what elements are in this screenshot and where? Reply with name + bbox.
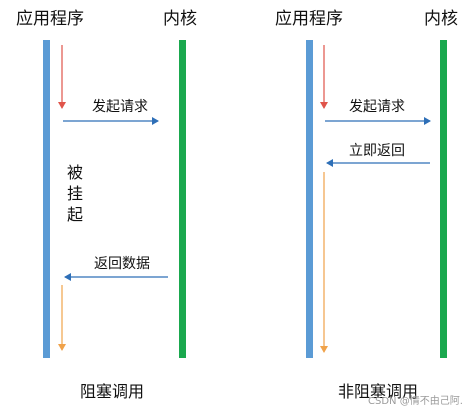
nonblocking-app-timeline	[306, 40, 313, 358]
blocking-return-data-label: 返回数据	[94, 256, 150, 272]
nonblocking-app-label: 应用程序	[275, 9, 343, 29]
blocking-app-label: 应用程序	[16, 9, 84, 29]
blocking-app-timeline	[43, 40, 50, 358]
nonblocking-kernel-label: 内核	[424, 9, 458, 29]
blocking-caption: 阻塞调用	[80, 382, 145, 401]
blocking-request-label: 发起请求	[92, 99, 148, 115]
nonblocking-kernel-timeline	[440, 40, 447, 358]
watermark: CSDN @情不由己阿.	[368, 396, 463, 407]
nonblocking-caption: 非阻塞调用	[338, 382, 419, 401]
blocking-kernel-timeline	[179, 40, 186, 358]
nonblocking-immediate-return-label: 立即返回	[349, 143, 405, 159]
blocking-kernel-label: 内核	[163, 9, 197, 29]
nonblocking-request-label: 发起请求	[349, 99, 405, 115]
blocking-suspended-label: 被挂起	[66, 163, 83, 224]
